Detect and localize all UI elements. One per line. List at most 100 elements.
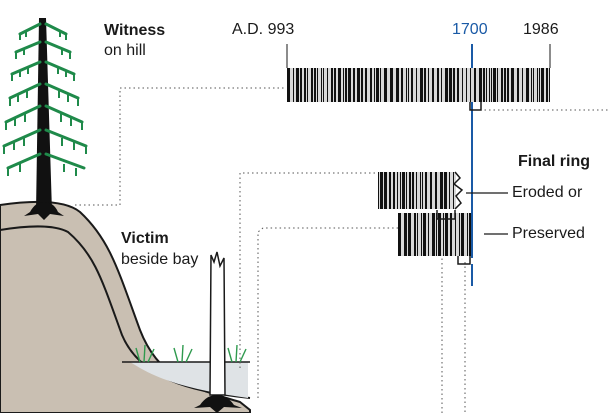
ring-band xyxy=(384,68,387,102)
ring-band xyxy=(441,68,442,102)
ring-band xyxy=(380,172,383,209)
ring-band xyxy=(327,68,328,102)
ring-band xyxy=(384,172,387,209)
ring-band xyxy=(533,68,534,102)
ring-band xyxy=(409,172,411,209)
ring-band xyxy=(435,172,437,209)
ring-band xyxy=(440,172,443,209)
ring-band xyxy=(428,68,429,102)
ring-band xyxy=(321,68,322,102)
ring-band xyxy=(338,68,341,102)
ring-band xyxy=(449,68,452,102)
ring-band xyxy=(459,213,460,256)
witness-subtitle: on hill xyxy=(104,42,146,59)
ring-band xyxy=(453,68,455,102)
ring-band xyxy=(343,68,344,102)
victim-snag xyxy=(194,251,242,413)
witness-tree xyxy=(2,18,88,220)
ring-band xyxy=(417,213,418,256)
ring-band xyxy=(398,213,401,256)
ring-band xyxy=(307,68,308,102)
ring-band xyxy=(404,213,407,256)
ring-band xyxy=(549,68,550,102)
ring-band xyxy=(406,68,407,102)
ring-band xyxy=(396,68,399,102)
ring-band xyxy=(461,213,464,256)
ring-band xyxy=(424,68,426,102)
ring-band xyxy=(314,68,316,102)
ring-band xyxy=(501,68,503,102)
ring-band xyxy=(443,213,444,256)
final-ring-heading: Final ring xyxy=(518,153,590,170)
ring-band xyxy=(408,213,411,256)
ring-band xyxy=(374,68,375,102)
ring-band xyxy=(486,68,487,102)
ring-band xyxy=(412,172,414,209)
ring-band xyxy=(511,68,514,102)
ring-band xyxy=(416,68,417,102)
timeline-end-label: 1986 xyxy=(523,21,559,38)
ring-band xyxy=(491,68,492,102)
ring-band xyxy=(462,68,463,102)
victim-subtitle: beside bay xyxy=(121,251,199,268)
ring-band xyxy=(450,213,452,256)
ring-band xyxy=(345,68,347,102)
ring-band xyxy=(406,172,407,209)
ring-band xyxy=(411,68,413,102)
ring-band xyxy=(474,68,476,102)
ring-band xyxy=(380,68,381,102)
ring-band xyxy=(444,172,447,209)
ring-band xyxy=(414,213,416,256)
preserved-label: Preserved xyxy=(512,225,585,242)
ring-band xyxy=(365,68,367,102)
ring-band xyxy=(420,172,421,209)
ring-band xyxy=(361,68,363,102)
ring-band xyxy=(467,213,468,256)
eroded-edge xyxy=(452,171,464,210)
ring-band xyxy=(466,68,467,102)
ring-band xyxy=(422,172,423,209)
ring-band xyxy=(390,68,393,102)
eroded-ring-strip xyxy=(378,172,456,209)
grass-tufts xyxy=(135,344,247,363)
ring-band xyxy=(397,172,398,209)
ring-band xyxy=(334,68,336,102)
ring-band xyxy=(416,172,417,209)
ring-band xyxy=(311,68,313,102)
ring-band xyxy=(428,213,429,256)
ring-band xyxy=(304,68,306,102)
ring-band xyxy=(357,68,360,102)
timeline-marker-label: 1700 xyxy=(452,21,488,38)
ring-band xyxy=(348,68,351,102)
ring-band xyxy=(432,68,434,102)
ring-band xyxy=(539,68,540,102)
witness-ring-strip xyxy=(287,68,550,102)
ring-band xyxy=(541,68,544,102)
ring-band xyxy=(483,68,485,102)
ring-band xyxy=(393,172,395,209)
ring-band xyxy=(517,68,519,102)
witness-title: Witness xyxy=(104,22,166,39)
ring-band xyxy=(353,68,355,102)
ring-band xyxy=(449,172,450,209)
ring-band xyxy=(470,68,471,102)
ring-band xyxy=(437,68,439,102)
ring-band xyxy=(453,172,454,209)
eroded-label: Eroded or xyxy=(512,184,583,201)
ring-band xyxy=(455,213,456,256)
ring-band xyxy=(401,68,403,102)
ring-band xyxy=(296,68,299,102)
ring-band xyxy=(408,68,409,102)
ring-band xyxy=(300,68,302,102)
preserved-ring-strip xyxy=(398,213,471,256)
ring-band xyxy=(493,68,496,102)
ring-band xyxy=(489,68,490,102)
ring-band xyxy=(526,68,529,102)
ring-band xyxy=(420,68,423,102)
ring-band xyxy=(287,68,290,102)
ring-band xyxy=(445,213,448,256)
ring-band xyxy=(430,172,432,209)
ring-band xyxy=(546,68,548,102)
ring-band xyxy=(323,68,324,102)
